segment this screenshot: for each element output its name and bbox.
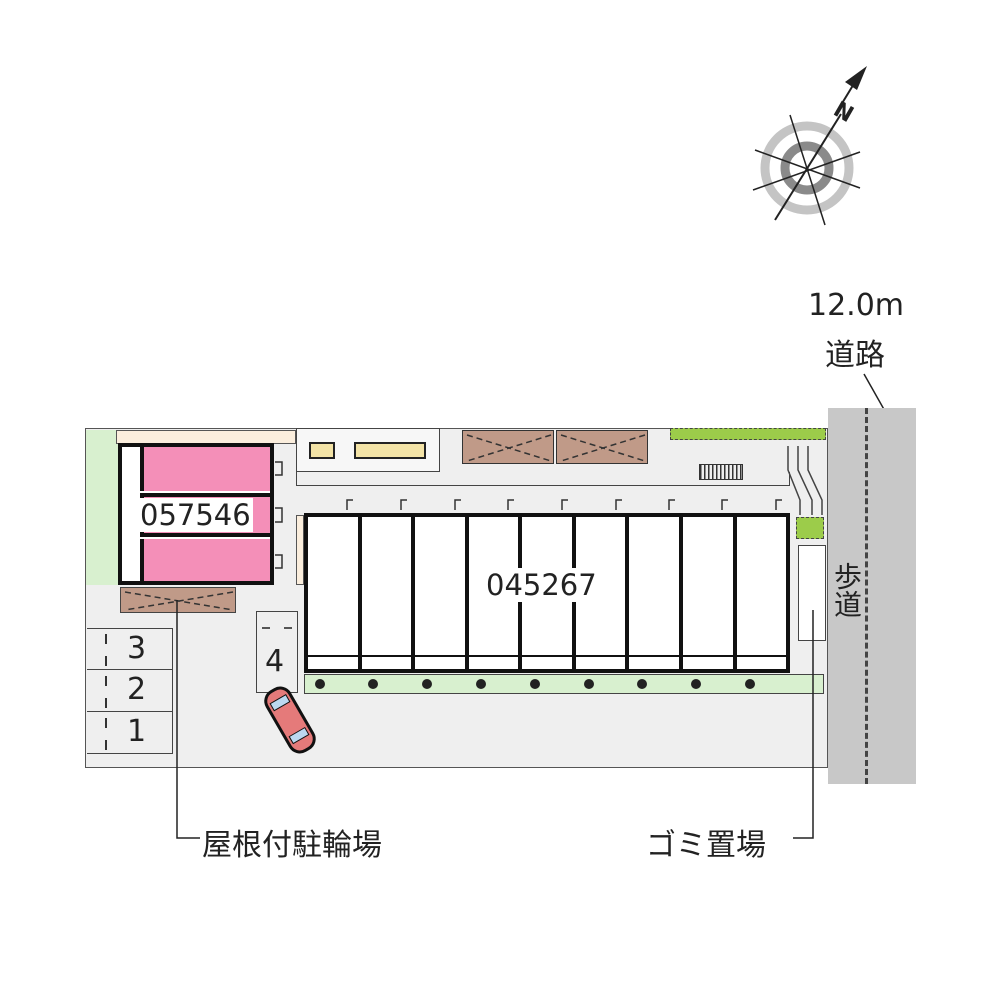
parking-space-1-label: 1 <box>127 714 147 749</box>
unit-045267-2 <box>361 517 416 669</box>
parking-space-3-label: 3 <box>127 631 147 666</box>
lawn-strip-bottom <box>304 674 824 694</box>
parking-space-3[interactable]: 3 <box>87 628 173 670</box>
parking-space-4-label: 4 <box>265 644 285 679</box>
unit-045267-3 <box>415 517 469 669</box>
hedge-box <box>796 517 824 539</box>
unit-045267-1 <box>308 517 362 669</box>
unit-057546-1 <box>140 447 270 491</box>
bicycle-parking-label: 屋根付駐輪場 <box>202 828 382 863</box>
hedge-top <box>670 428 826 440</box>
svg-text:N: N <box>829 97 857 128</box>
storage-shed-1 <box>462 430 554 464</box>
north-arrow-compass-icon: N <box>745 60 875 230</box>
building-045267-label: 045267 <box>484 568 599 602</box>
road-center-dashed-line <box>865 408 868 784</box>
meter-box-2 <box>354 442 426 459</box>
beige-strip-middle <box>296 515 304 585</box>
meter-box-1 <box>309 442 335 459</box>
parking-space-2-label: 2 <box>127 672 147 707</box>
road <box>828 408 916 784</box>
covered-bicycle-parking <box>120 587 236 613</box>
storage-shed-2 <box>556 430 648 464</box>
parking-space-2[interactable]: 2 <box>87 670 173 712</box>
road-name-label: 道路 <box>825 338 885 373</box>
garbage-area-label: ゴミ置場 <box>646 828 766 863</box>
lawn-strip-left <box>86 430 118 585</box>
unit-057546-3 <box>140 539 270 581</box>
sidewalk-label: 歩道 <box>830 562 863 618</box>
building-057546-label: 057546 <box>138 498 253 532</box>
unit-045267-8 <box>682 517 737 669</box>
garbage-area[interactable] <box>798 545 826 641</box>
beige-strip-top <box>116 430 296 444</box>
road-width-label: 12.0m <box>808 288 905 323</box>
car-icon <box>255 680 325 760</box>
unit-045267-7 <box>629 517 683 669</box>
unit-045267-9 <box>736 517 787 669</box>
parking-space-1[interactable]: 1 <box>87 712 173 754</box>
unit-045267-6 <box>575 517 630 669</box>
stairs <box>699 464 743 480</box>
